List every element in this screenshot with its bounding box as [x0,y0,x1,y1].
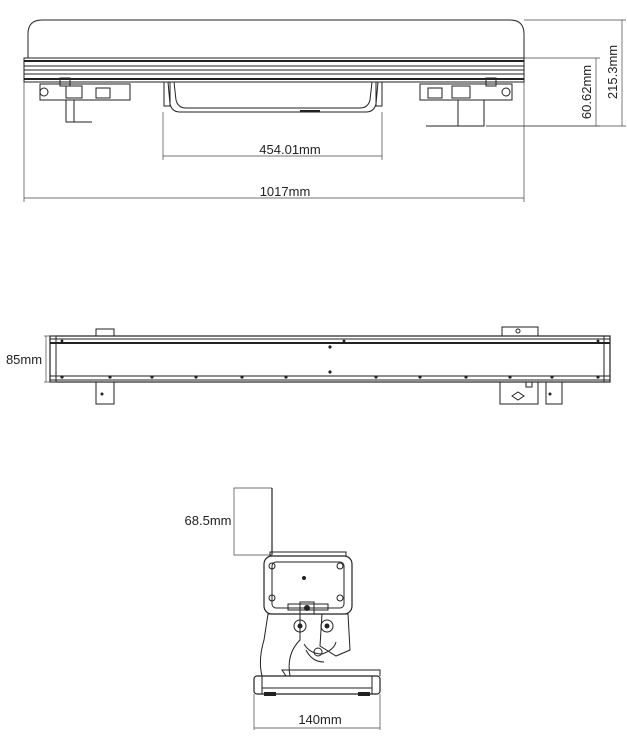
dim-base-width: 140mm [253,694,381,730]
side-view-base [253,669,381,696]
side-view-knob [299,601,315,615]
side-view: 68.5mm [185,487,381,730]
side-view-head [263,551,353,615]
dim-bracket-height: 68.5mm [185,487,273,556]
top-view-left-bracket [39,77,131,123]
front-view: 85mm [6,326,611,405]
front-view-right-bracket [499,381,563,405]
top-view-right-bracket [419,77,513,127]
dim-base-width-label: 140mm [298,712,341,727]
dim-total-width-label: 1017mm [260,184,311,199]
top-view-housing [27,19,525,58]
top-view: 454.01mm 1017mm 60.62mm 215.3mm [23,19,626,202]
dim-mount-height-label: 60.62mm [579,65,594,119]
side-view-yoke [259,613,351,677]
dim-total-height-label: 215.3mm [605,45,620,99]
dim-center-width-label: 454.01mm [259,142,320,157]
dim-total-width: 1017mm [23,82,525,202]
dim-depth: 85mm [6,335,56,383]
dim-total-height: 215.3mm [486,19,626,127]
top-view-center-box [163,81,383,113]
dim-bracket-height-label: 68.5mm [185,513,232,528]
dim-center-width: 454.01mm [162,112,383,160]
front-view-left-bracket [95,381,115,405]
dim-depth-label: 85mm [6,352,42,367]
